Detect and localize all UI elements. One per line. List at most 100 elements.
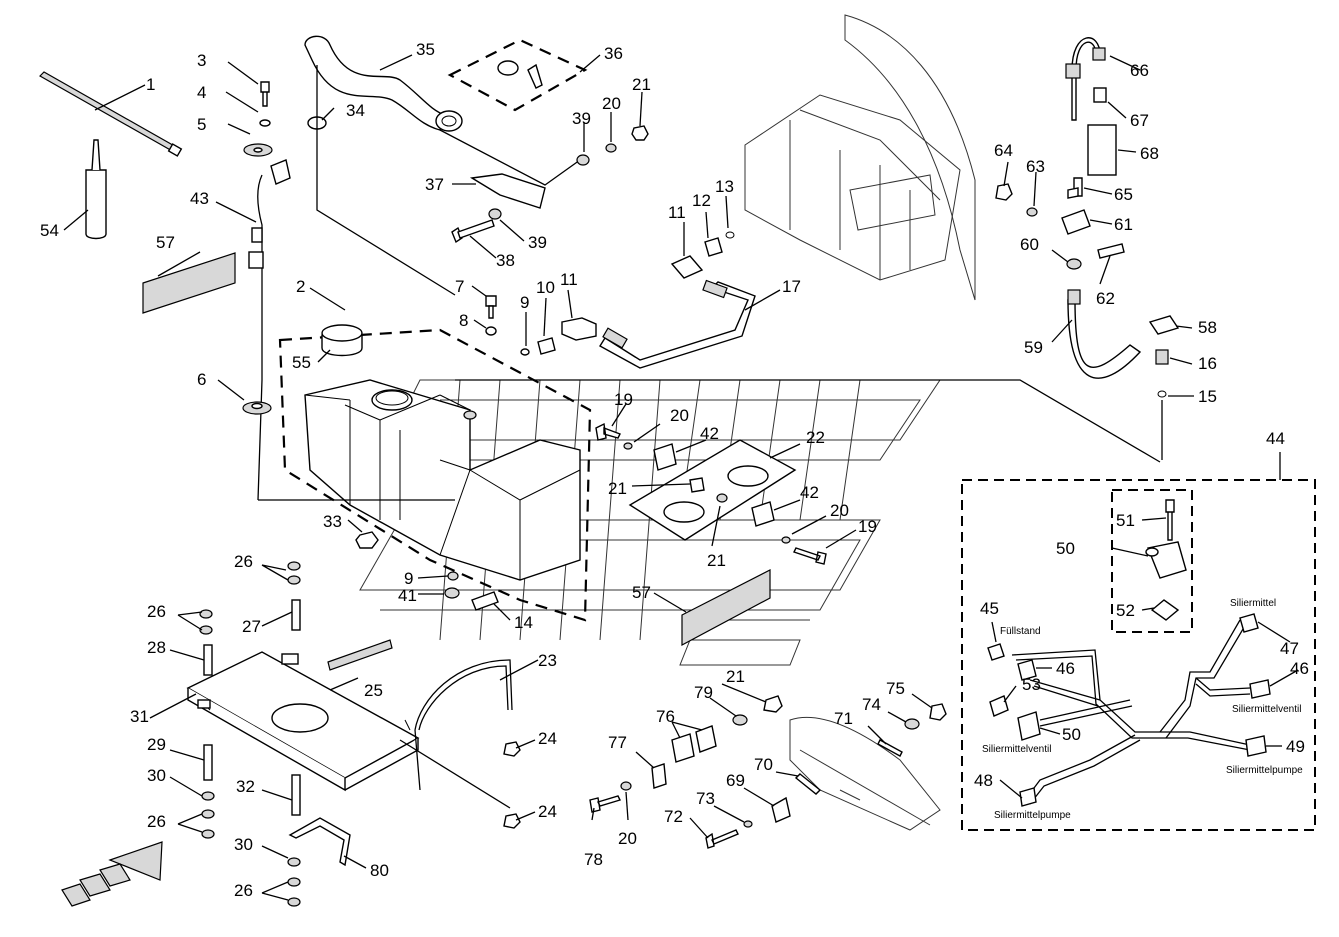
callout-76: 76 — [656, 707, 675, 726]
callout-23: 23 — [538, 651, 557, 670]
nut-21-top[interactable] — [631, 125, 649, 141]
sealant-tube[interactable] — [85, 139, 107, 240]
mounting-61-64[interactable] — [995, 183, 1125, 270]
callout-17: 17 — [782, 277, 801, 296]
callout-20-bottom: 20 — [618, 829, 637, 848]
callout-20-plate: 20 — [670, 406, 689, 425]
callout-64: 64 — [994, 141, 1013, 160]
callout-12: 12 — [692, 191, 711, 210]
callout-38: 38 — [496, 251, 515, 270]
washer-9-bottom[interactable] — [447, 571, 459, 581]
callout-41: 41 — [398, 586, 417, 605]
callout-43: 43 — [190, 189, 209, 208]
callout-1: 1 — [146, 75, 155, 94]
callout-78: 78 — [584, 850, 603, 869]
nut-24-lower[interactable] — [503, 813, 521, 829]
callout-5: 5 — [197, 115, 206, 134]
hose-17[interactable] — [599, 279, 756, 369]
wiring-harness[interactable] — [987, 613, 1271, 807]
callout-71: 71 — [834, 709, 853, 728]
callout-20-right: 20 — [830, 501, 849, 520]
callout-46-right: 46 — [1290, 659, 1309, 678]
callout-4: 4 — [197, 83, 206, 102]
decal-center[interactable] — [681, 569, 771, 647]
callout-30-left: 30 — [147, 766, 166, 785]
callout-44: 44 — [1266, 429, 1285, 448]
callout-50-valve: 50 — [1062, 725, 1081, 744]
tank-assembly-dashed-outline — [278, 328, 592, 622]
callout-39-lower: 39 — [528, 233, 547, 252]
nut-24-upper[interactable] — [503, 741, 521, 757]
callout-10: 10 — [536, 278, 555, 297]
label-siliermittelpumpe-right: Siliermittelpumpe — [1226, 765, 1303, 776]
callout-19-right: 19 — [858, 517, 877, 536]
callout-59: 59 — [1024, 338, 1043, 357]
cable-tie[interactable] — [39, 71, 183, 157]
callout-79: 79 — [694, 683, 713, 702]
callout-75: 75 — [886, 679, 905, 698]
filler-cap-detail[interactable] — [447, 38, 588, 112]
callout-63: 63 — [1026, 157, 1045, 176]
callout-11-right: 11 — [668, 203, 686, 222]
vent-fittings[interactable] — [485, 295, 597, 356]
plate-hardware[interactable] — [595, 422, 827, 565]
callout-32: 32 — [236, 777, 255, 796]
callout-24-lower: 24 — [538, 802, 557, 821]
nuts-washers-26-30[interactable] — [199, 561, 301, 907]
callout-28: 28 — [147, 638, 166, 657]
callout-72: 72 — [664, 807, 683, 826]
fittings-11-12-13[interactable] — [670, 231, 735, 279]
callout-29: 29 — [147, 735, 166, 754]
washer-39-upper[interactable] — [576, 154, 590, 166]
callout-37: 37 — [425, 175, 444, 194]
callout-33: 33 — [323, 512, 342, 531]
bracket-80[interactable] — [288, 817, 351, 867]
tank[interactable] — [304, 379, 581, 581]
callout-21-plate: 21 — [707, 551, 726, 570]
tank-hose[interactable] — [304, 35, 463, 296]
label-siliermittelventil-right: Siliermittelventil — [1232, 704, 1301, 715]
callout-45: 45 — [980, 599, 999, 618]
hydraulic-line-right[interactable] — [1065, 37, 1180, 460]
tank-cap[interactable] — [321, 324, 363, 357]
callout-65: 65 — [1114, 185, 1133, 204]
label-siliermittel: Siliermittel — [1230, 598, 1276, 609]
callout-9-bottom: 9 — [404, 569, 413, 588]
callout-49: 49 — [1286, 737, 1305, 756]
clamp-14[interactable] — [471, 591, 499, 611]
callout-30-bottom: 30 — [234, 835, 253, 854]
mounting-frame[interactable] — [186, 651, 420, 792]
bracket-37[interactable] — [469, 173, 546, 209]
callout-15: 15 — [1198, 387, 1217, 406]
callout-36: 36 — [604, 44, 623, 63]
callout-9-top: 9 — [520, 293, 529, 312]
washer-20-top[interactable] — [605, 143, 617, 153]
callout-26-bottom: 26 — [234, 881, 253, 900]
level-sensor-rod[interactable] — [242, 81, 455, 501]
callout-26-top: 26 — [234, 552, 253, 571]
callout-57-center: 57 — [632, 583, 651, 602]
callout-7: 7 — [455, 277, 464, 296]
label-siliermittelventil-left: Siliermittelventil — [982, 744, 1051, 755]
wiring-harness-box — [961, 479, 1316, 831]
seal-41[interactable] — [444, 587, 460, 599]
callout-20-top: 20 — [602, 94, 621, 113]
callout-57-left: 57 — [156, 233, 175, 252]
callout-48: 48 — [974, 771, 993, 790]
callout-6: 6 — [197, 370, 206, 389]
strip-25[interactable] — [327, 639, 393, 671]
callout-19-top: 19 — [614, 390, 633, 409]
callout-21-bottom: 21 — [726, 667, 745, 686]
decal-left[interactable] — [142, 252, 236, 314]
mounting-plate[interactable] — [628, 439, 797, 541]
valve-assembly-50[interactable] — [1145, 499, 1187, 621]
studs[interactable] — [203, 599, 301, 816]
bolt-38[interactable] — [451, 219, 495, 244]
support-bar-23[interactable] — [414, 659, 513, 791]
small-hardware-group[interactable] — [589, 695, 947, 849]
washer-39-lower[interactable] — [488, 208, 502, 220]
drain-nut-33[interactable] — [355, 531, 379, 549]
callout-26-left: 26 — [147, 602, 166, 621]
